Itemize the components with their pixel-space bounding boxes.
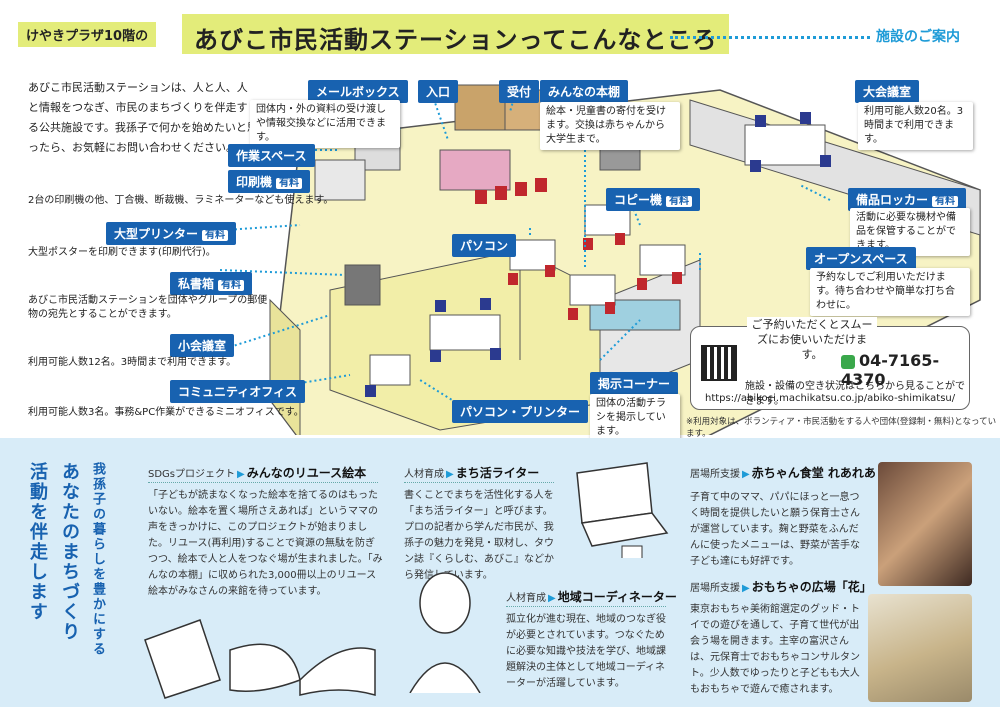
baby-cafeteria-photo	[878, 462, 972, 586]
slogan-line1: 我孫子の暮らしを豊かにする	[90, 462, 105, 657]
label-shelf: みんなの本棚	[540, 80, 629, 103]
label-mailbox: メールボックス	[308, 80, 408, 103]
shelf-desc: 絵本・児童書の寄付を受けます。交換は赤ちゃんから大学生まで。	[540, 102, 680, 150]
card-baby-text: 子育て中のママ、パパにほっと一息つく時間を提供したいと願う保育士さんが運営してい…	[690, 492, 860, 567]
phone-icon	[841, 354, 855, 369]
slogan-line2: あなたのまちづくり	[59, 462, 80, 642]
label-entrance: 入口	[418, 80, 459, 103]
slogan: 我孫子の暮らしを豊かにする あなたのまちづくり 活動を伴走します	[10, 452, 130, 697]
label-copy: コピー機有料	[606, 188, 701, 211]
label-notice: 掲示コーナー	[590, 372, 679, 395]
reservation-box: ご予約いただくとスムーズにお使いいただけます。 04-7165-4370 施設・…	[690, 317, 970, 410]
card-coord-text: 孤立化が進む現在、地域のつなぎ役が必要とされています。つなぐために必要な知識や技…	[506, 614, 666, 689]
card-writer-heading: 人材育成▶まち活ライター	[404, 466, 540, 480]
reservation-lead: ご予約いただくとスムーズにお使いいただけます。	[747, 317, 877, 362]
header-guide: 施設のご案内	[876, 29, 960, 45]
card-toy-text: 東京おもちゃ美術館選定のグッド・トイでの遊びを通して、子育て世代が出会う場を開き…	[690, 604, 860, 695]
printer-desc: 2台の印刷機の他、丁合機、断裁機、ラミネーターなども使えます。	[28, 195, 334, 206]
label-pobox: 私書箱有料	[170, 272, 253, 295]
card-coord-heading: 人材育成▶地域コーディネーター	[506, 590, 677, 604]
label-workspace: 作業スペース	[228, 144, 315, 167]
divider	[404, 482, 554, 483]
laptop-illustration	[576, 462, 669, 558]
label-big-hall: 大会議室	[855, 80, 920, 103]
label-small-hall: 小会議室	[170, 334, 235, 357]
reservation-url[interactable]: https://abikoci.machikatsu.co.jp/abiko-s…	[705, 393, 956, 404]
label-community-office: コミュニティオフィス	[170, 380, 306, 403]
small-hall-desc: 利用可能人数12名。3時間まで利用できます。	[28, 357, 237, 368]
reservation-tel[interactable]: 04-7165-4370	[841, 351, 940, 389]
card-sdgs-heading: SDGsプロジェクト▶みんなのリユース絵本	[148, 466, 367, 480]
label-reception: 受付	[499, 80, 540, 103]
label-pc: パソコン	[452, 234, 517, 257]
large-printer-desc: 大型ポスターを印刷できます(印刷代行)。	[28, 247, 216, 258]
person-illustration	[409, 572, 481, 693]
label-printer: 印刷機有料	[228, 170, 311, 193]
floor-map: あびこ市民活動ステーションは、人と人、人と情報をつなぎ、市民のまちづくりを伴走す…	[0, 60, 1000, 442]
picture-book-illustration	[144, 619, 376, 699]
label-open-space: オープンスペース	[806, 247, 916, 270]
community-office-desc: 利用可能人数3名。事務&PC作業ができるミニオフィスです。	[28, 407, 304, 418]
card-baby-heading: 居場所支援▶赤ちゃん食堂 れあれあ	[690, 466, 876, 480]
divider	[148, 482, 378, 483]
page-title: あびこ市民活動ステーションってこんなところ	[178, 14, 730, 54]
header-tag: けやきプラザ10階の	[18, 22, 157, 47]
toy-plaza-photo	[868, 594, 972, 702]
divider	[506, 606, 666, 607]
label-pc-printer: パソコン・プリンター	[452, 400, 589, 423]
label-large-printer: 大型プリンター有料	[106, 222, 237, 245]
pobox-desc: あびこ市民活動ステーションを団体やグループの郵便物の宛先とすることができます。	[28, 295, 268, 320]
activities-section: 我孫子の暮らしを豊かにする あなたのまちづくり 活動を伴走します SDGsプロジ…	[0, 438, 1000, 707]
intro-text: あびこ市民活動ステーションは、人と人、人と情報をつなぎ、市民のまちづくりを伴走す…	[28, 81, 258, 154]
floor-illustration	[219, 84, 981, 435]
header-dotted-rule	[670, 36, 870, 39]
card-sdgs-text: 「子どもが読まなくなった絵本を捨てるのはもったいない。絵本を置く場所さえあれば」…	[148, 490, 383, 597]
big-hall-desc: 利用可能人数20名。3時間まで利用できます。	[858, 102, 973, 150]
qr-code-icon[interactable]	[701, 345, 737, 381]
open-space-desc: 予約なしでご利用いただけます。待ち合わせや簡単な打ち合わせに。	[810, 268, 970, 316]
reservation-note: 施設・設備の空き状況はこちらから見ることができます。	[745, 381, 965, 407]
slogan-line3: 活動を伴走します	[27, 462, 48, 622]
footnote: ※利用対象は、ボランティア・市民活動をする人や団体(登録制・無料)となっています…	[686, 417, 997, 439]
mailbox-desc: 団体内・外の資料の受け渡しや情報交換などに活用できます。	[250, 100, 400, 148]
header: けやきプラザ10階の あびこ市民活動ステーションってこんなところ 施設のご案内	[0, 0, 1000, 60]
label-locker: 備品ロッカー有料	[848, 188, 967, 211]
notice-desc: 団体の活動チラシを掲示しています。	[590, 394, 680, 442]
card-toy-heading: 居場所支援▶おもちゃの広場「花」	[690, 580, 872, 594]
